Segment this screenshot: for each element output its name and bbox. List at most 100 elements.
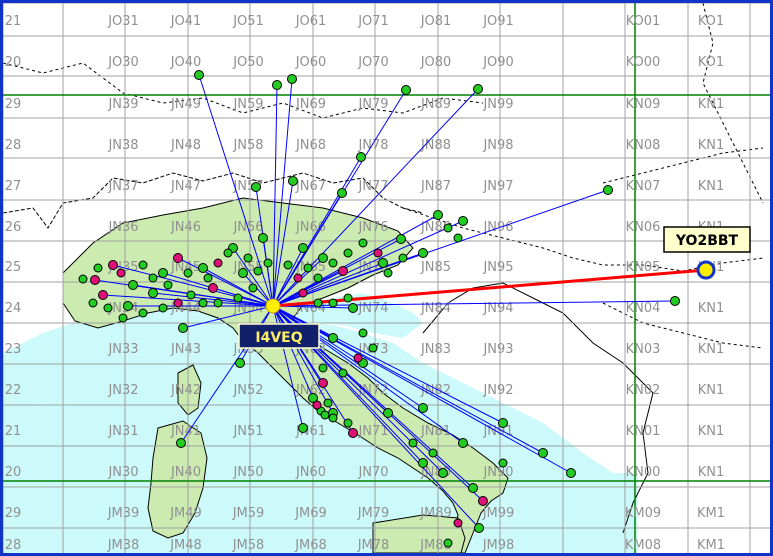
qso-path <box>152 292 274 307</box>
station-dot <box>78 274 88 284</box>
qso-path <box>212 287 274 307</box>
station-dot <box>98 290 108 300</box>
grid-square-label: JO30 <box>107 55 139 70</box>
station-dot <box>283 260 293 270</box>
grid-square-label: JN69 <box>295 97 326 112</box>
station-dot <box>308 393 318 403</box>
station-dot <box>378 258 388 268</box>
grid-square-label: JO91 <box>482 14 514 29</box>
station-dot <box>303 263 313 273</box>
station-dot <box>248 283 258 293</box>
stations <box>78 70 716 548</box>
grid-square-label: JN52 <box>232 383 263 398</box>
qso-path <box>177 257 274 307</box>
grid-square-label: JO70 <box>357 55 389 70</box>
qso-path <box>94 279 274 307</box>
station-dot <box>408 438 418 448</box>
grid-square-label: JN42 <box>170 383 201 398</box>
station-dot <box>258 233 268 243</box>
station-dot <box>90 275 100 285</box>
grid-square-label: 26 <box>5 220 22 235</box>
grid-square-label: JN58 <box>232 138 263 153</box>
sardinia <box>147 420 208 539</box>
qso-path <box>102 294 274 307</box>
grid-square-label: 21 <box>5 424 22 439</box>
grid-square-label: JN99 <box>482 97 513 112</box>
station-dot <box>348 303 358 313</box>
station-dot <box>118 313 128 323</box>
grid-square-label: JN33 <box>107 342 138 357</box>
border-south-east <box>602 302 764 349</box>
station-dot <box>453 233 463 243</box>
grid-square-label: KN06 <box>626 220 661 235</box>
grid-square-label: KN1 <box>698 342 725 357</box>
station-dot <box>338 266 348 276</box>
grid-square-label: KN05 <box>626 260 661 275</box>
station-dot <box>93 263 103 273</box>
station-dot <box>235 358 245 368</box>
grid-square-label: 21 <box>5 14 22 29</box>
station-dot <box>320 410 330 420</box>
land <box>3 3 764 553</box>
station-dot <box>233 293 243 303</box>
qso-path <box>272 252 424 307</box>
grid-square-label: KN1 <box>698 97 725 112</box>
grid-square-label: KM1 <box>697 506 725 521</box>
grid-square-label: JM69 <box>294 506 327 521</box>
station-dot <box>418 403 428 413</box>
grid-square-label: JN92 <box>482 383 513 398</box>
station-dot <box>603 185 613 195</box>
station-dot <box>343 293 353 303</box>
grid-square-label: KM1 <box>697 538 725 553</box>
grid-square-label: KN09 <box>626 97 661 112</box>
grid-square-label: JN85 <box>420 260 451 275</box>
station-dot <box>318 378 328 388</box>
station-dot <box>298 288 308 298</box>
grid-square-label: JO40 <box>170 55 202 70</box>
station-dot <box>313 298 323 308</box>
station-dot <box>328 298 338 308</box>
home-callout[interactable]: I4VEQ <box>238 323 320 349</box>
sicily <box>372 514 466 553</box>
station-dot <box>443 538 453 548</box>
station-dot <box>498 458 508 468</box>
grid-square-label: JN95 <box>482 260 513 275</box>
grid-square-label: KO1 <box>698 55 724 70</box>
station-dot <box>103 303 113 313</box>
station-dot <box>453 518 463 528</box>
station-dot <box>88 298 98 308</box>
station-dot <box>358 238 368 248</box>
station-dot <box>566 468 576 478</box>
station-dot <box>116 268 126 278</box>
station-dot <box>238 268 248 278</box>
grid-square-label: JM49 <box>169 506 202 521</box>
station-dot <box>458 438 468 448</box>
dx-call-label: YO2BBT <box>675 233 739 249</box>
grid-square-label: 20 <box>5 55 22 70</box>
station-dot <box>178 323 188 333</box>
qso-path <box>272 156 362 307</box>
station-dot <box>163 280 173 290</box>
grid-square-label: JO61 <box>295 14 327 29</box>
grid-square-label: JN46 <box>170 220 201 235</box>
dx-callout[interactable]: YO2BBT <box>663 226 751 253</box>
grid-square-label: 23 <box>5 342 22 357</box>
station-dot <box>396 234 406 244</box>
station-dot <box>443 223 453 233</box>
grid-square-label: JM58 <box>232 538 265 553</box>
grid-square-label: JN40 <box>170 465 201 480</box>
grid-square-label: JN84 <box>420 301 451 316</box>
station-dot <box>148 273 158 283</box>
grid-square-label: JN67 <box>295 179 326 194</box>
station-dot <box>194 70 204 80</box>
grid-square-label: 28 <box>5 538 22 553</box>
grid-square-label: KN1 <box>698 301 725 316</box>
grid-square-label: JN36 <box>107 220 138 235</box>
station-dot <box>298 243 308 253</box>
station-dot <box>223 248 233 258</box>
callouts: YO2BBT I4VEQ <box>238 226 751 349</box>
qso-path <box>272 300 676 307</box>
station-dot <box>158 303 168 313</box>
